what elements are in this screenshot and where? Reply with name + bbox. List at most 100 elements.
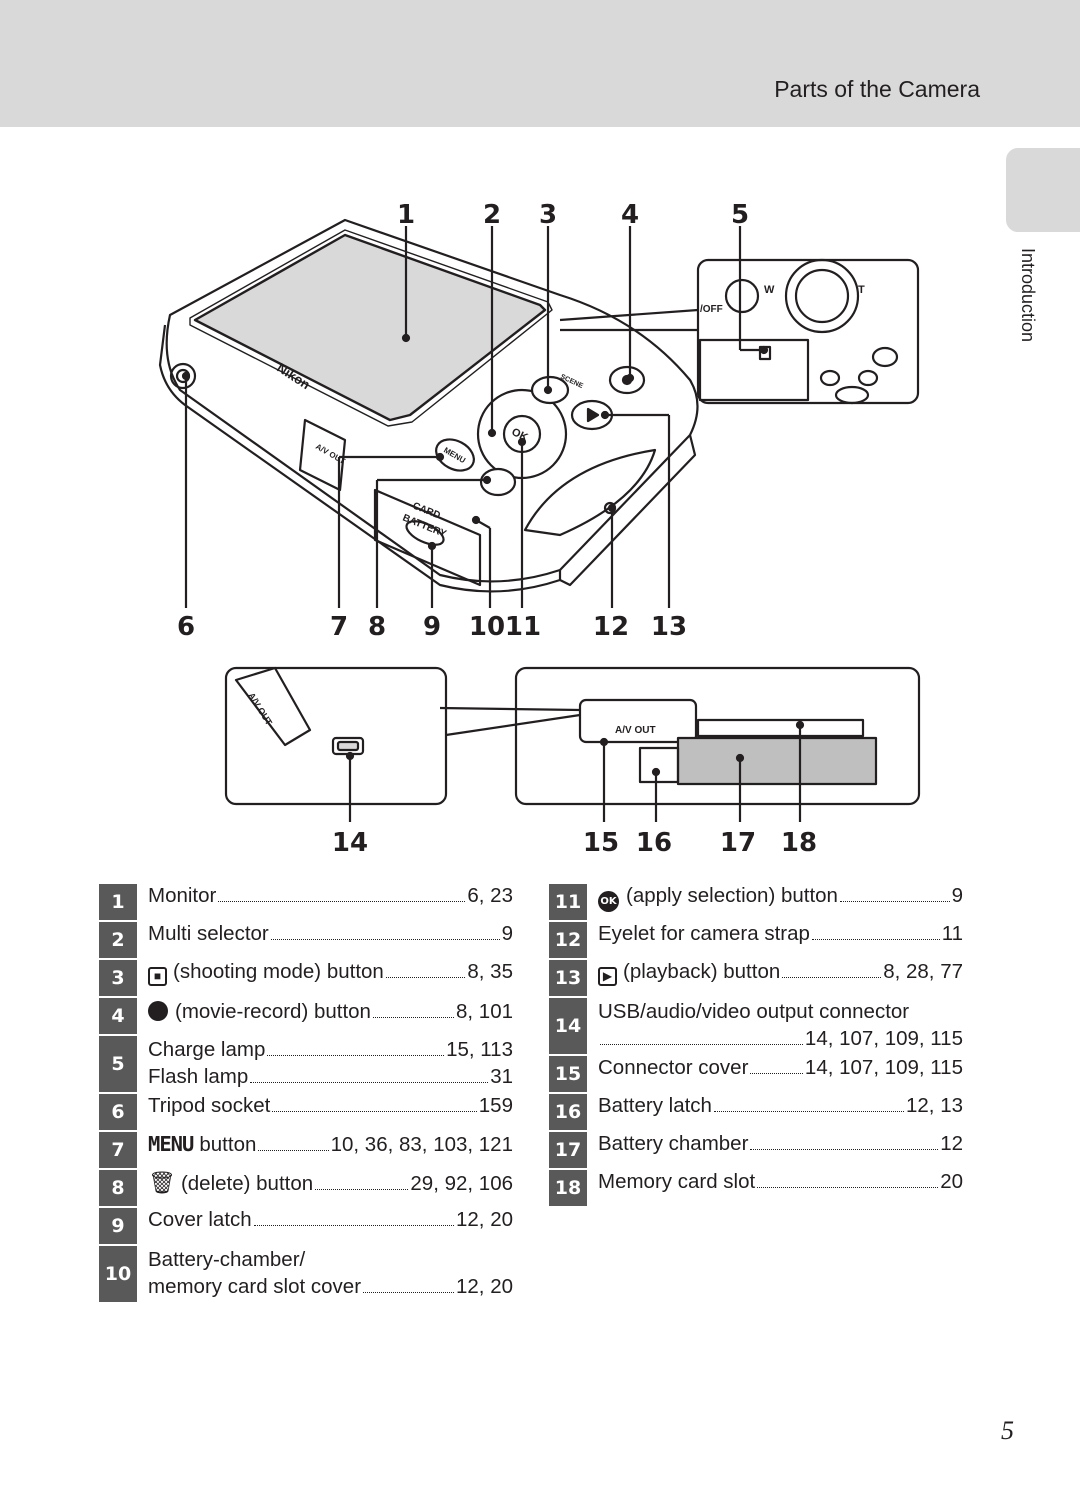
legend-label: Charge lamp	[148, 1038, 266, 1061]
legend-pages: 29, 92, 106	[410, 1172, 513, 1195]
legend-number: 9	[99, 1208, 137, 1244]
callout-7: 7	[329, 612, 349, 642]
legend-row: 3 ■ (shooting mode) button 8, 35	[99, 960, 513, 996]
legend-row: 15 Connector cover 14, 107, 109, 115	[549, 1056, 963, 1092]
legend-row: 17 Battery chamber 12	[549, 1132, 963, 1168]
page-number: 5	[1001, 1416, 1014, 1445]
svg-text:T: T	[858, 284, 865, 296]
legend-label: USB/audio/video output connector	[598, 1000, 910, 1023]
callout-9: 9	[422, 612, 442, 642]
legend-number: 16	[549, 1094, 587, 1130]
legend-number: 3	[99, 960, 137, 996]
legend-label-secondary: memory card slot cover	[148, 1275, 362, 1298]
callout-12: 12	[592, 612, 630, 642]
legend-row: 18 Memory card slot 20	[549, 1170, 963, 1206]
legend-row: 9 Cover latch 12, 20	[99, 1208, 513, 1244]
legend-number: 14	[549, 998, 587, 1054]
callout-10: 10	[468, 612, 506, 642]
legend-number: 1	[99, 884, 137, 920]
legend-pages: 9	[951, 884, 963, 907]
legend-pages: 6, 23	[467, 884, 513, 907]
legend-pages: 20	[940, 1170, 963, 1193]
legend-label: Eyelet for camera strap	[598, 922, 810, 945]
legend-number: 8	[99, 1170, 137, 1206]
callout-17: 17	[719, 828, 757, 858]
section-tab	[1006, 148, 1080, 232]
legend-row: 1 Monitor 6, 23	[99, 884, 513, 920]
callout-13: 13	[650, 612, 688, 642]
legend-label: Connector cover	[598, 1056, 749, 1079]
section-tab-label-wrap: Introduction	[1012, 248, 1042, 378]
legend-pages: 14, 107, 109, 115	[804, 1056, 963, 1079]
legend-number: 7	[99, 1132, 137, 1168]
legend-label: Battery-chamber/	[148, 1248, 306, 1271]
legend-label: Monitor	[148, 884, 217, 907]
legend-row: 16 Battery latch 12, 13	[549, 1094, 963, 1130]
legend-number: 15	[549, 1056, 587, 1092]
legend-pages: 10, 36, 83, 103, 121	[330, 1133, 513, 1156]
legend-number: 12	[549, 922, 587, 958]
legend-number: 4	[99, 998, 137, 1034]
legend-label: Memory card slot	[598, 1170, 756, 1193]
connector-inset	[224, 666, 448, 806]
legend-number: 2	[99, 922, 137, 958]
legend-label: Multi selector	[148, 922, 269, 945]
legend-pages: 14, 107, 109, 115	[804, 1027, 963, 1050]
legend-number: 11	[549, 884, 587, 920]
legend-row: 10 Battery-chamber/ memory card slot cov…	[99, 1246, 513, 1302]
legend-pages: 12, 13	[906, 1094, 963, 1117]
camera-parts-figure: Nikon OK MENU SCENE	[0, 190, 1000, 870]
legend-pages-secondary: 31	[490, 1065, 513, 1088]
trash-icon: 🗑	[148, 1170, 176, 1195]
legend-label: Tripod socket	[148, 1094, 271, 1117]
legend-label-secondary: Flash lamp	[148, 1065, 249, 1088]
legend-pages: 12	[940, 1132, 963, 1155]
legend-pages: 159	[478, 1094, 513, 1117]
callout-15: 15	[582, 828, 620, 858]
legend-label: (shooting mode) button	[173, 960, 384, 983]
callout-16: 16	[635, 828, 673, 858]
legend-label: Battery chamber	[598, 1132, 749, 1155]
legend-pages: 12, 20	[456, 1208, 513, 1231]
page-section-title: Parts of the Camera	[774, 76, 980, 102]
playback-icon: ▶	[598, 967, 617, 986]
legend-pages: 8, 35	[467, 960, 513, 983]
legend-label: (delete) button	[180, 1172, 314, 1195]
legend-label: Battery latch	[598, 1094, 712, 1117]
camera-icon: ■	[148, 967, 167, 986]
svg-text:W: W	[764, 284, 775, 296]
record-dot-icon	[148, 1001, 168, 1021]
legend-number: 6	[99, 1094, 137, 1130]
legend-row: 12 Eyelet for camera strap 11	[549, 922, 963, 958]
legend-label: (apply selection) button	[626, 884, 838, 907]
callout-8: 8	[367, 612, 387, 642]
legend-right: 11 OK (apply selection) button 9 12 Eyelet…	[549, 884, 963, 1208]
legend-number: 18	[549, 1170, 587, 1206]
legend-row: 6 Tripod socket 159	[99, 1094, 513, 1130]
legend-label: (movie-record) button	[175, 1000, 371, 1023]
callout-18: 18	[780, 828, 818, 858]
header-band	[0, 0, 1080, 127]
legend-pages: 11	[941, 922, 963, 945]
camera-illustration: Nikon OK MENU SCENE	[158, 218, 921, 822]
menu-icon: MENU	[148, 1132, 194, 1156]
top-view-inset	[696, 258, 920, 405]
section-tab-label: Introduction	[1018, 248, 1038, 343]
legend-label: (playback) button	[623, 960, 781, 983]
callout-6: 6	[176, 612, 196, 642]
callout-2: 2	[482, 200, 502, 230]
legend-number: 13	[549, 960, 587, 996]
legend-label: button	[199, 1133, 257, 1156]
legend-label: Cover latch	[148, 1208, 252, 1231]
svg-text:A/V OUT: A/V OUT	[615, 725, 656, 736]
legend-row: 8 🗑(delete) button 29, 92, 106	[99, 1170, 513, 1206]
legend-row: 14 USB/audio/video output connector 14, …	[549, 998, 963, 1054]
legend-number: 17	[549, 1132, 587, 1168]
legend-left: 1 Monitor 6, 23 2 Multi selector 9 3 ■ (sho…	[99, 884, 513, 1304]
ok-icon: OK	[598, 891, 619, 912]
legend-number: 10	[99, 1246, 137, 1302]
